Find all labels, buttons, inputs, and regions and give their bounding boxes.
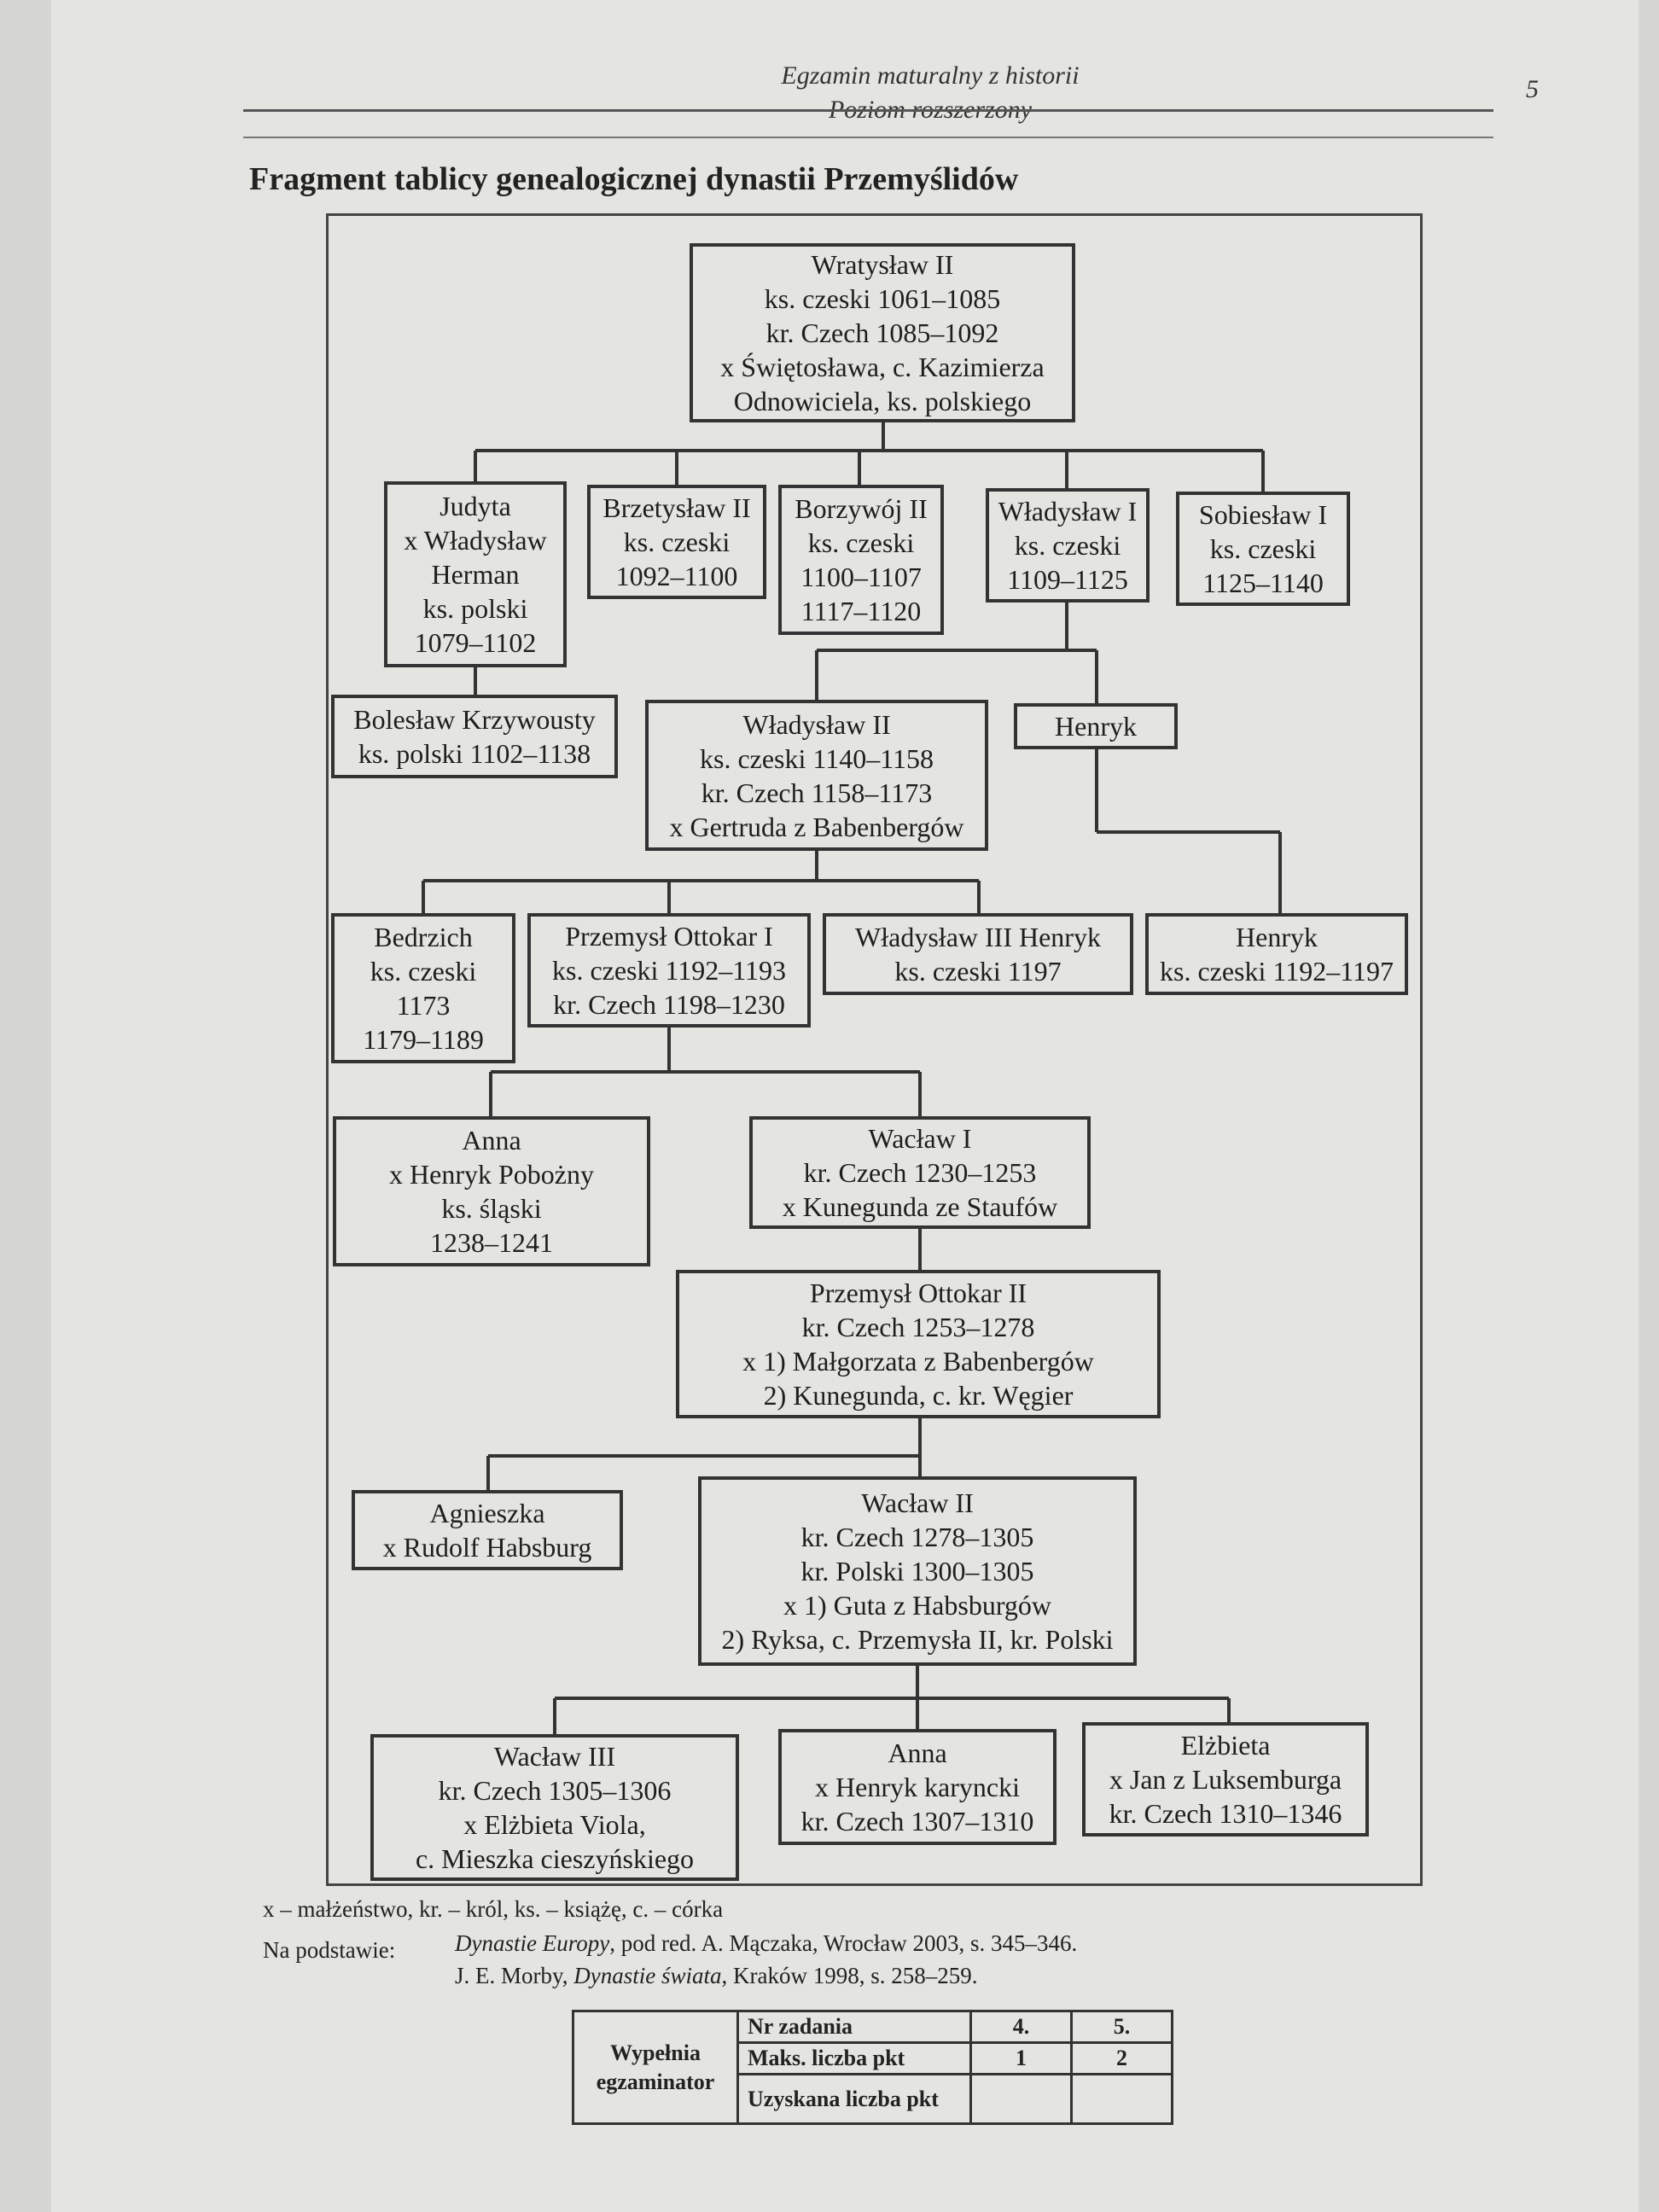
task-5-number: 5. (1070, 2009, 1173, 2045)
abbreviation-legend: x – małżeństwo, kr. – król, ks. – książę… (263, 1896, 724, 1922)
header-rule-lower (243, 137, 1493, 138)
genealogy-frame (326, 213, 1423, 1886)
task-4-max-points: 1 (969, 2041, 1073, 2076)
source-2: J. E. Morby, Dynastie świata, Kraków 199… (455, 1963, 978, 1988)
sources-label: Na podstawie: (263, 1937, 396, 1963)
header-rule (243, 109, 1493, 112)
source-1: Dynastie Europy, pod red. A. Mączaka, Wr… (455, 1930, 1078, 1956)
section-title: Fragment tablicy genealogicznej dynastii… (249, 161, 1019, 197)
header-exam-name: Egzamin maturalny z historii (781, 61, 1080, 90)
max-points-label: Maks. liczba pkt (736, 2041, 972, 2076)
task-number-label: Nr zadania (736, 2009, 972, 2045)
task-4-number: 4. (969, 2009, 1073, 2045)
obtained-points-label: Uzyskana liczba pkt (736, 2073, 972, 2125)
task-4-obtained-points[interactable] (969, 2073, 1073, 2125)
page-number: 5 (1526, 75, 1539, 103)
task-5-max-points: 2 (1070, 2041, 1173, 2076)
task-5-obtained-points[interactable] (1070, 2073, 1173, 2125)
person-henryk: Henryk (1014, 703, 1178, 749)
